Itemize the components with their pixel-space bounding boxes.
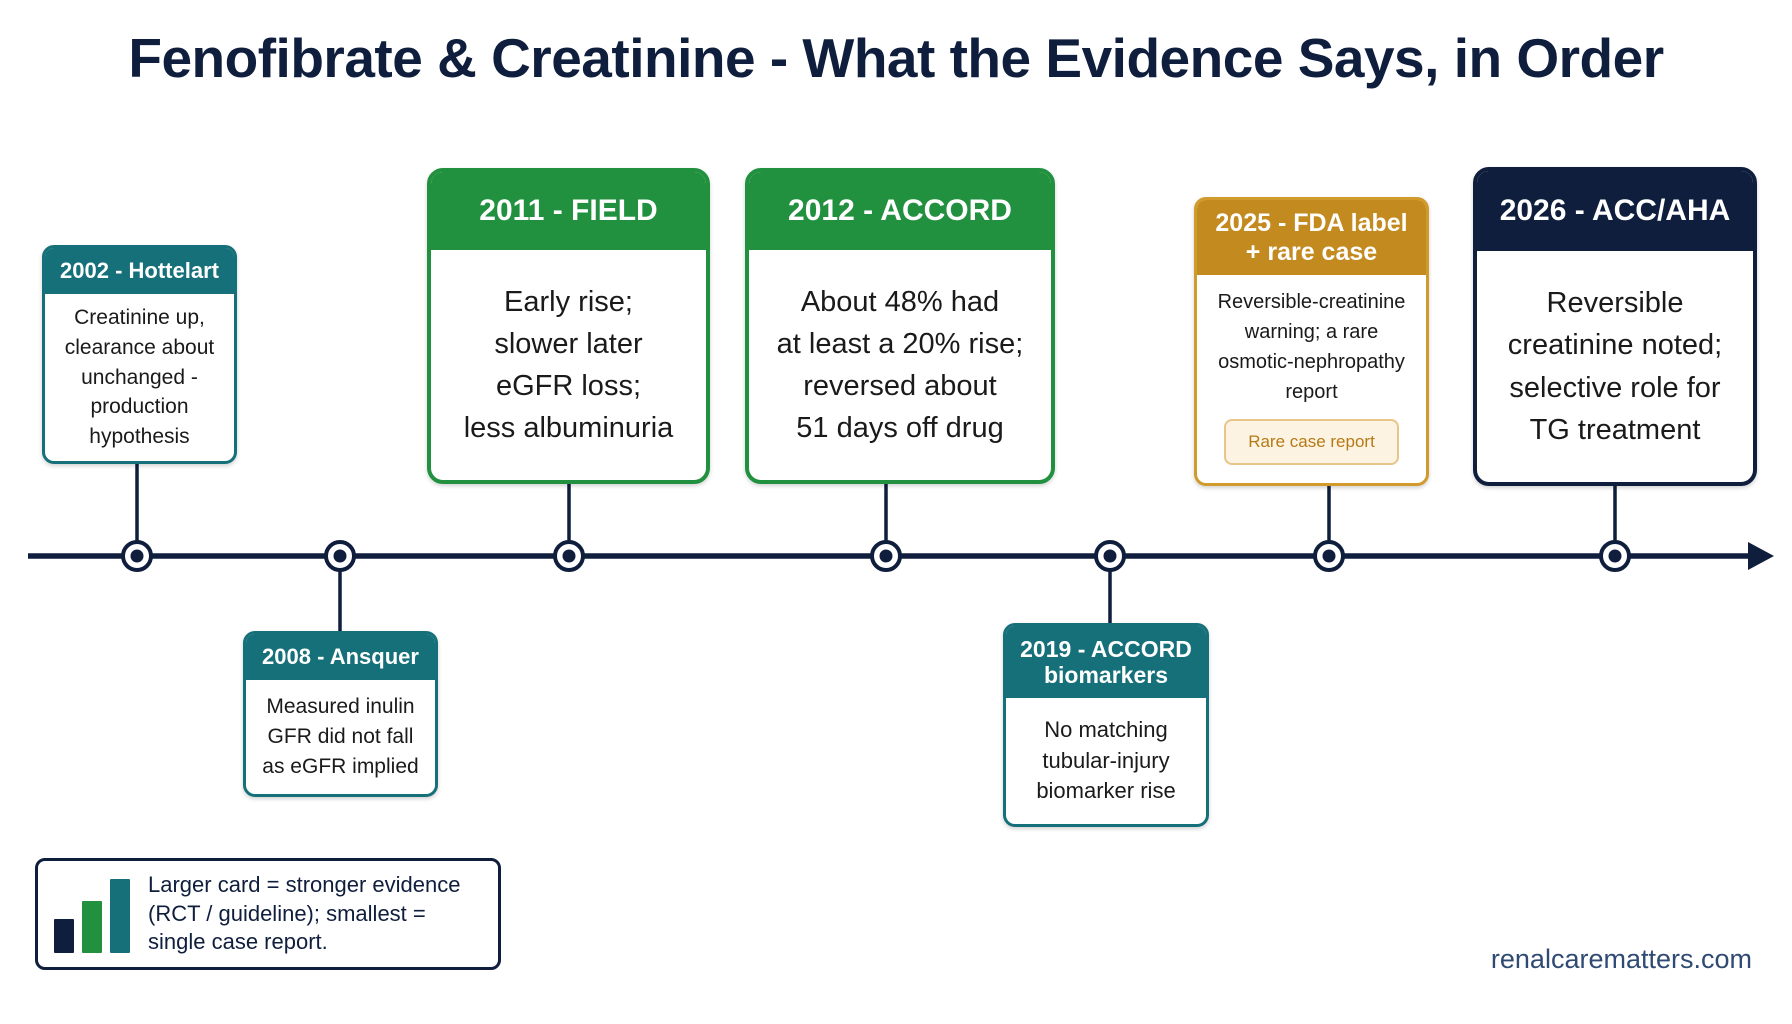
event-description: Measured inulin GFR did not fall as eGFR… — [262, 695, 419, 778]
event-description: Reversible creatinine noted; selective r… — [1507, 287, 1723, 446]
event-heading: 2008 - Ansquer — [246, 634, 435, 680]
page-title: Fenofibrate & Creatinine - What the Evid… — [128, 27, 1664, 89]
event-card-hottelart: 2002 - Hottelart Creatinine up, clearanc… — [42, 245, 237, 464]
event-card-accord: 2012 - ACCORD About 48% had at least a 2… — [745, 168, 1055, 484]
event-description: About 48% had at least a 20% rise; rever… — [776, 285, 1024, 445]
rare-case-badge: Rare case report — [1224, 419, 1399, 465]
event-description: Reversible-creatinine warning; a rare os… — [1217, 291, 1406, 403]
site-url[interactable]: renalcarematters.com — [1490, 944, 1752, 974]
event-description: No matching tubular-injury biomarker ris… — [1036, 716, 1176, 804]
event-card-field: 2011 - FIELD Early rise; slower later eG… — [427, 168, 710, 484]
event-heading: 2011 - FIELD — [431, 172, 706, 250]
event-card-ansquer: 2008 - Ansquer Measured inulin GFR did n… — [243, 631, 438, 797]
event-description: Early rise; slower later eGFR loss; less… — [463, 285, 674, 445]
bar-chart-icon — [38, 861, 148, 967]
event-heading: 2012 - ACCORD — [749, 172, 1051, 250]
event-card-fda: 2025 - FDA label + rare case Reversible-… — [1194, 197, 1429, 486]
event-heading: 2002 - Hottelart — [45, 248, 234, 294]
timeline-arrowhead — [1748, 542, 1774, 570]
event-heading: 2026 - ACC/AHA — [1477, 171, 1753, 251]
event-card-accaha: 2026 - ACC/AHA Reversible creatinine not… — [1473, 167, 1757, 486]
event-heading: 2025 - FDA label + rare case — [1197, 200, 1426, 275]
event-heading: 2019 - ACCORD biomarkers — [1006, 626, 1206, 698]
event-description: Creatinine up, clearance about unchanged… — [64, 305, 215, 449]
event-card-accord-biomarkers: 2019 - ACCORD biomarkers No matching tub… — [1003, 623, 1209, 827]
legend-text: Larger card = stronger evidence (RCT / g… — [148, 872, 461, 955]
evidence-legend: Larger card = stronger evidence (RCT / g… — [35, 858, 501, 970]
